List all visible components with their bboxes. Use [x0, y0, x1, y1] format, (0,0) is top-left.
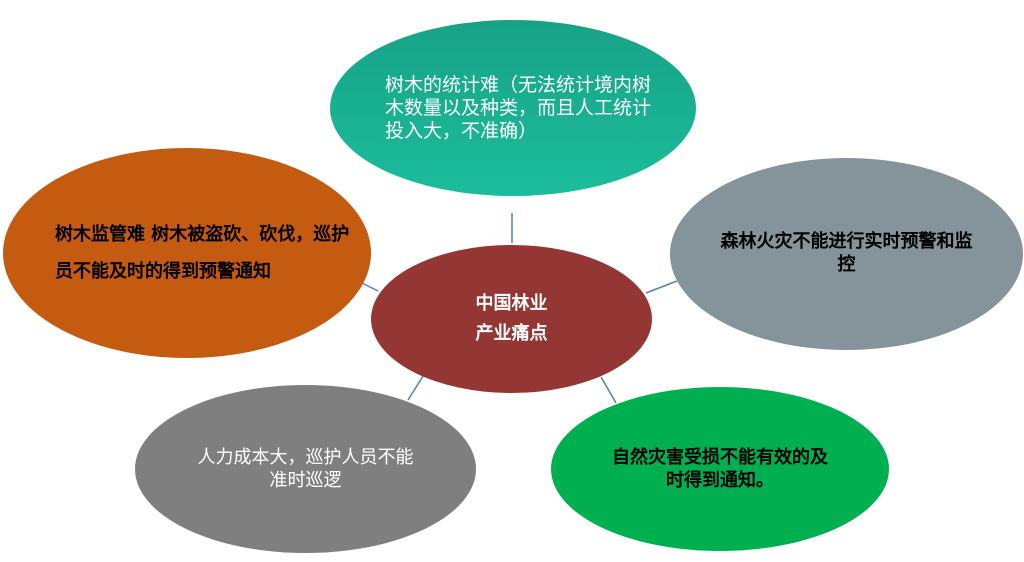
connector-bottom-left: [407, 375, 424, 401]
node-text: 森林火灾不能进行实时预警和监控: [720, 231, 973, 275]
node-natural-disaster: 自然灾害受损不能有效的及时得到通知。: [551, 387, 889, 551]
center-node: 中国林业 产业痛点: [371, 245, 652, 393]
node-text: 自然灾害受损不能有效的及时得到通知。: [612, 447, 828, 491]
connector-bottom-right: [600, 376, 617, 404]
connector-left: [361, 282, 379, 292]
center-line-1: 中国林业: [475, 293, 548, 314]
node-labor-cost: 人力成本大，巡护人员不能准时巡逻: [135, 385, 476, 553]
connector-right: [645, 280, 678, 294]
node-forest-fire: 森林火灾不能进行实时预警和监控: [670, 158, 1023, 350]
node-text: 树木的统计难（无法统计境内树木数量以及种类，而且人工统计投入大，不准确）: [385, 73, 652, 142]
node-tree-supervision: 树木监管难 树木被盗砍、砍伐，巡护员不能及时的得到预警通知: [3, 148, 371, 358]
node-text: 树木监管难 树木被盗砍、砍伐，巡护员不能及时的得到预警通知: [55, 224, 350, 282]
node-text: 人力成本大，巡护人员不能准时巡逻: [197, 447, 414, 491]
node-tree-statistics: 树木的统计难（无法统计境内树木数量以及种类，而且人工统计投入大，不准确）: [330, 20, 696, 196]
center-line-2: 产业痛点: [475, 323, 548, 344]
